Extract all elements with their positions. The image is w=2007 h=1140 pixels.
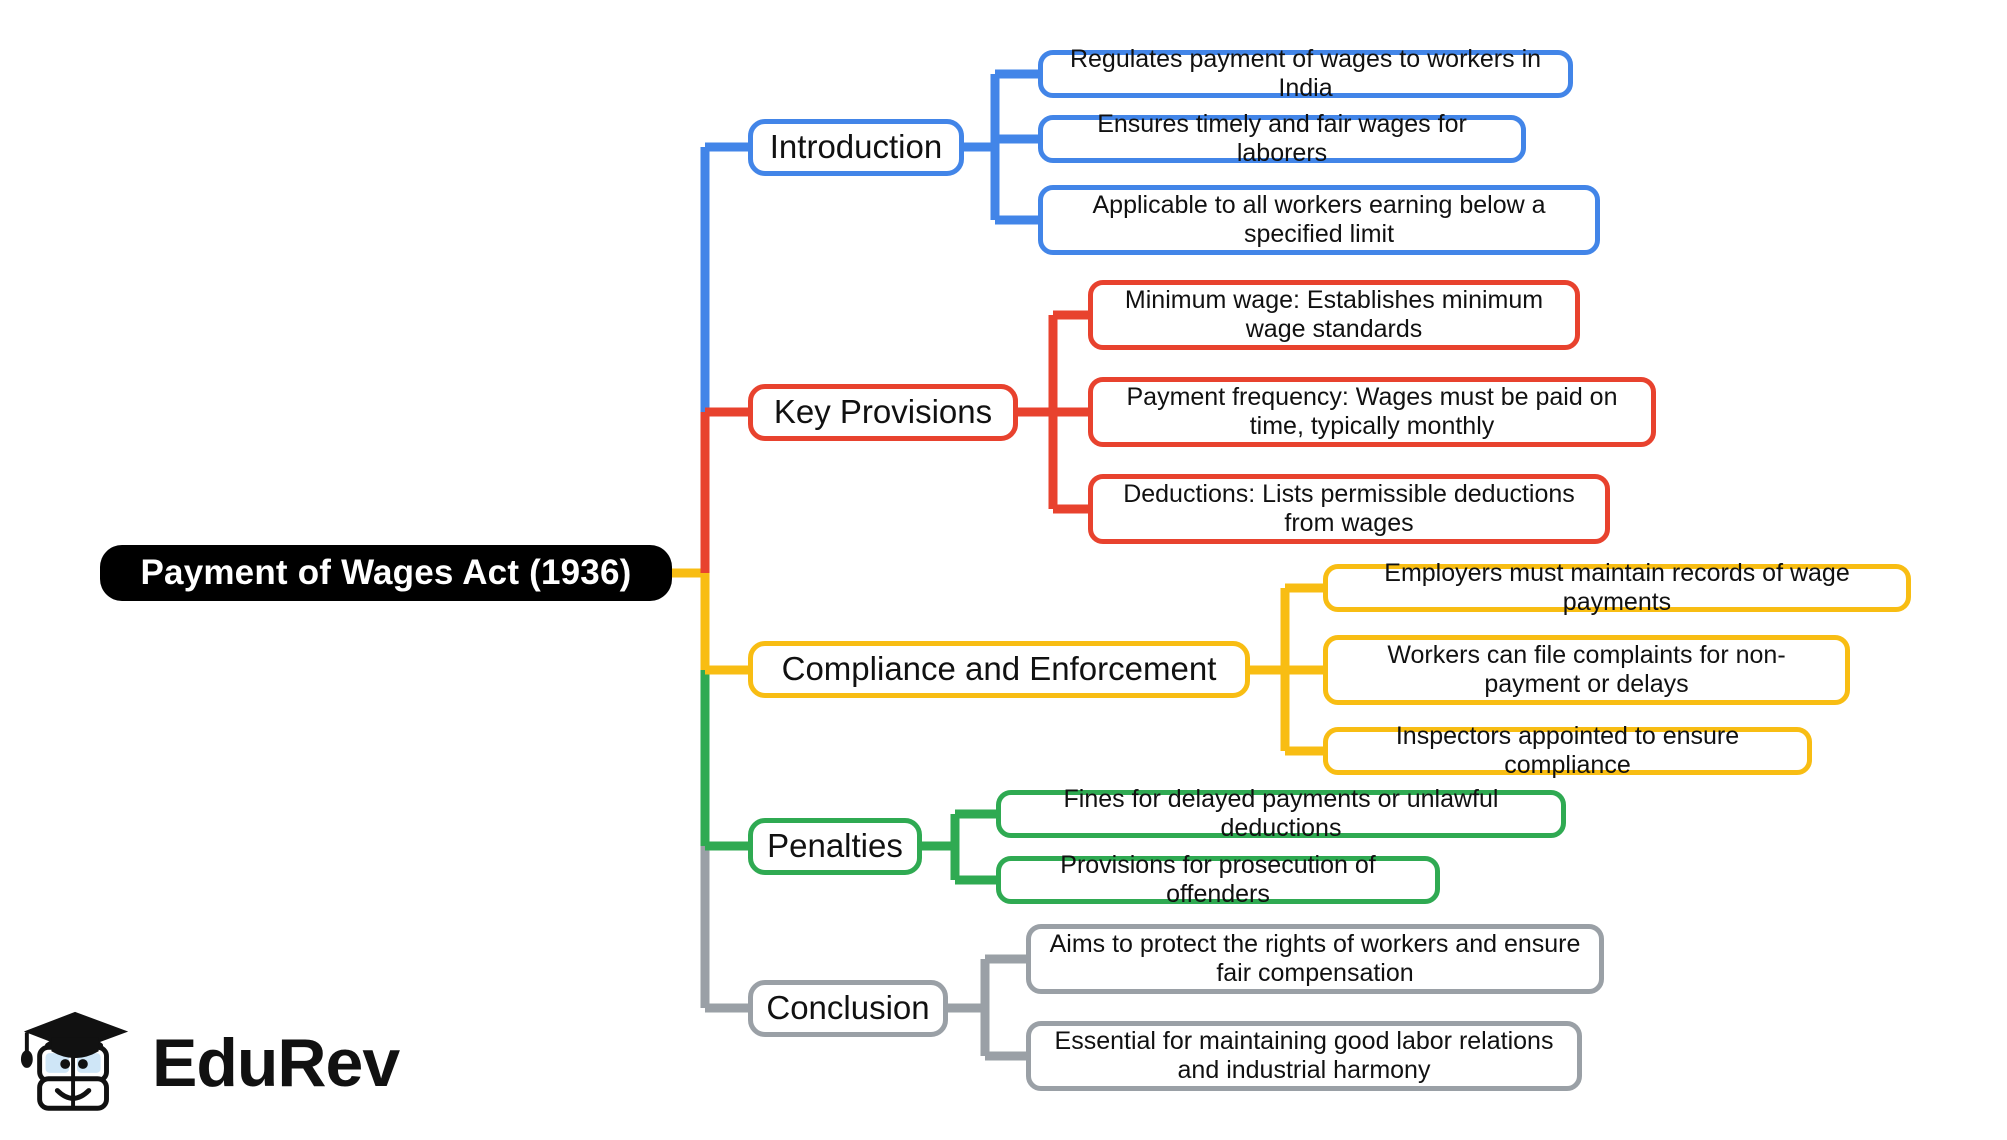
leaf-node-conclusion-1[interactable]: Aims to protect the rights of workers an… [1026, 924, 1604, 994]
leaf-node-introduction-1[interactable]: Regulates payment of wages to workers in… [1038, 45, 1573, 102]
leaf-node-compliance-2[interactable]: Workers can file complaints for non-paym… [1323, 635, 1850, 705]
leaf-node-label: Provisions for prosecution of offenders [1060, 850, 1376, 909]
leaf-node-key-provisions-1[interactable]: Minimum wage: Establishes minimum wage s… [1088, 280, 1580, 350]
branch-node-label: Introduction [769, 128, 943, 166]
branch-node-label: Conclusion [766, 989, 930, 1027]
leaf-node-key-provisions-3[interactable]: Deductions: Lists permissible deductions… [1088, 474, 1610, 544]
root-node-label: Payment of Wages Act (1936) [140, 553, 632, 593]
leaf-node-label: Workers can file complaints for non-paym… [1387, 640, 1786, 699]
branch-node-conclusion[interactable]: Conclusion [748, 980, 948, 1037]
branch-node-key-provisions[interactable]: Key Provisions [748, 384, 1018, 441]
leaf-node-label: Deductions: Lists permissible deductions… [1123, 479, 1575, 538]
leaf-node-label: Payment frequency: Wages must be paid on… [1126, 382, 1618, 441]
branch-node-label: Key Provisions [773, 393, 993, 431]
leaf-node-label: Regulates payment of wages to workers in… [1069, 44, 1542, 103]
graduation-cap-book-mascot-icon [20, 1011, 129, 1111]
edurev-wordmark: EduRev [152, 1024, 400, 1101]
leaf-node-label: Essential for maintaining good labor rel… [1054, 1026, 1554, 1085]
leaf-node-introduction-2[interactable]: Ensures timely and fair wages for labore… [1038, 110, 1526, 167]
leaf-node-label: Minimum wage: Establishes minimum wage s… [1124, 285, 1544, 344]
leaf-node-label: Fines for delayed payments or unlawful d… [1063, 784, 1499, 843]
leaf-node-conclusion-2[interactable]: Essential for maintaining good labor rel… [1026, 1021, 1582, 1091]
leaf-node-label: Ensures timely and fair wages for labore… [1097, 109, 1467, 168]
branch-node-label: Penalties [767, 827, 903, 865]
root-node-payment-of-wages-act[interactable]: Payment of Wages Act (1936) [100, 545, 672, 601]
leaf-node-penalties-2[interactable]: Provisions for prosecution of offenders [996, 851, 1440, 908]
branch-node-penalties[interactable]: Penalties [748, 818, 922, 875]
branch-node-introduction[interactable]: Introduction [748, 119, 964, 176]
branch-node-compliance-and-enforcement[interactable]: Compliance and Enforcement [748, 641, 1250, 698]
leaf-node-penalties-1[interactable]: Fines for delayed payments or unlawful d… [996, 785, 1566, 842]
leaf-node-label: Applicable to all workers earning below … [1092, 190, 1546, 249]
edurev-watermark: EduRev [18, 1000, 418, 1125]
leaf-node-label: Employers must maintain records of wage … [1384, 558, 1850, 617]
leaf-node-compliance-3[interactable]: Inspectors appointed to ensure complianc… [1323, 722, 1812, 779]
leaf-node-key-provisions-2[interactable]: Payment frequency: Wages must be paid on… [1088, 377, 1656, 447]
leaf-node-introduction-3[interactable]: Applicable to all workers earning below … [1038, 185, 1600, 255]
branch-node-label: Compliance and Enforcement [781, 650, 1217, 688]
leaf-node-compliance-1[interactable]: Employers must maintain records of wage … [1323, 559, 1911, 616]
leaf-node-label: Aims to protect the rights of workers an… [1049, 929, 1581, 988]
leaf-node-label: Inspectors appointed to ensure complianc… [1395, 721, 1740, 780]
